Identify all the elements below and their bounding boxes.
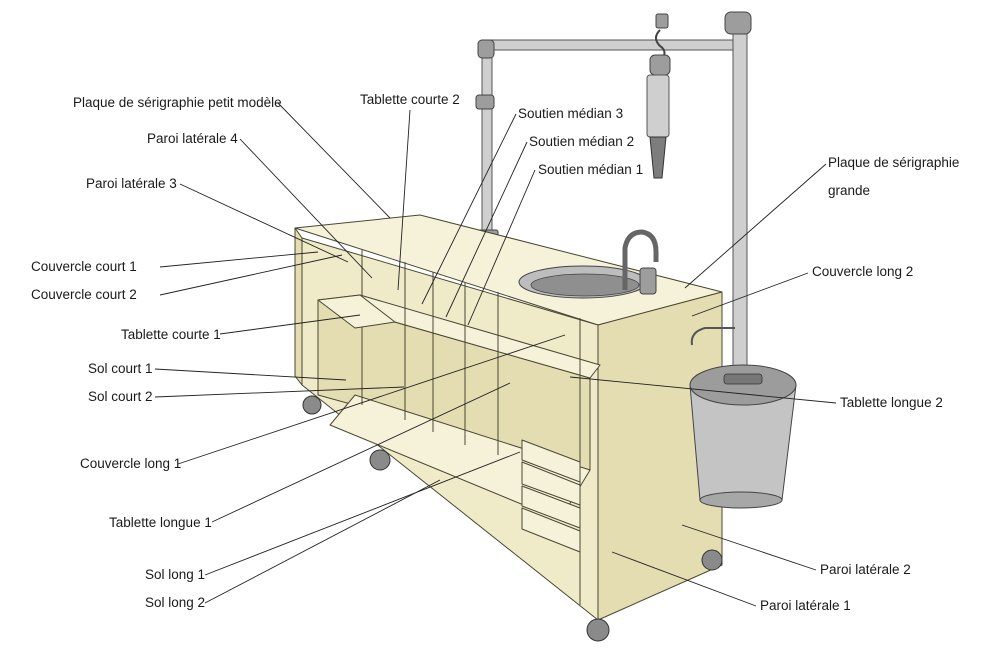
leader-paroi-4: [239, 138, 373, 279]
label-paroi-4: Paroi latérale 4: [147, 131, 238, 146]
leader-tablette-courte-2: [397, 109, 411, 291]
label-sol-long-2: Sol long 2: [145, 595, 205, 610]
leader-soutien-1: [467, 169, 536, 326]
leader-tablette-courte-1: [219, 314, 361, 335]
drawer-stack: [521, 439, 581, 553]
label-soutien-2: Soutien médian 2: [529, 134, 634, 149]
label-sol-court-1: Sol court 1: [88, 361, 153, 376]
workbench-illustration: [294, 11, 797, 642]
label-paroi-3: Paroi latérale 3: [86, 176, 177, 191]
label-tablette-courte-2: Tablette courte 2: [360, 92, 460, 107]
label-couvercle-court-1: Couvercle court 1: [31, 259, 137, 274]
sink: [518, 229, 659, 299]
leader-plaque-petit: [277, 102, 391, 219]
leader-soutien-3: [421, 113, 517, 305]
leader-plaque-grande: [684, 163, 827, 289]
label-sol-long-1: Sol long 1: [145, 567, 205, 582]
label-tablette-longue-1: Tablette longue 1: [109, 515, 212, 530]
label-sol-court-2: Sol court 2: [88, 389, 153, 404]
label-plaque-petit: Plaque de sérigraphie petit modèle: [73, 95, 282, 110]
label-tablette-courte-1: Tablette courte 1: [121, 327, 221, 342]
label-plaque-grande-line2: grande: [828, 183, 870, 198]
leader-sol-court-2: [154, 386, 405, 398]
label-paroi-2: Paroi latérale 2: [820, 562, 911, 577]
leader-tablette-longue-1: [211, 382, 511, 523]
leader-sol-long-1: [204, 451, 521, 576]
leader-tablette-longue-2: [569, 376, 837, 404]
labels: Plaque de sérigraphie petit modèle Table…: [31, 92, 959, 613]
leader-paroi-1: [611, 551, 757, 607]
casters: [302, 395, 723, 642]
label-soutien-1: Soutien médian 1: [538, 162, 643, 177]
label-couvercle-long-1: Couvercle long 1: [80, 456, 181, 471]
workbench-body: [294, 214, 723, 621]
leader-lines: [154, 102, 837, 607]
label-plaque-grande-line1: Plaque de sérigraphie: [828, 155, 959, 170]
pipe-frame: [475, 11, 752, 381]
leader-sol-long-2: [204, 479, 441, 604]
label-tablette-longue-2: Tablette longue 2: [840, 395, 943, 410]
leader-soutien-2: [445, 141, 528, 318]
label-couvercle-court-2: Couvercle court 2: [31, 287, 137, 302]
bucket: [689, 327, 797, 509]
leader-paroi-3: [179, 183, 349, 263]
leader-paroi-2: [681, 524, 817, 571]
leader-couvercle-court-1: [159, 251, 319, 268]
hanging-squeegee: [646, 29, 671, 179]
leader-couvercle-long-1: [177, 334, 566, 465]
leader-sol-court-1: [154, 368, 347, 381]
leader-couvercle-long-2: [691, 272, 809, 317]
label-paroi-1: Paroi latérale 1: [760, 598, 851, 613]
label-soutien-3: Soutien médian 3: [518, 106, 623, 121]
leader-couvercle-court-2: [159, 254, 343, 296]
label-couvercle-long-2: Couvercle long 2: [812, 264, 913, 279]
